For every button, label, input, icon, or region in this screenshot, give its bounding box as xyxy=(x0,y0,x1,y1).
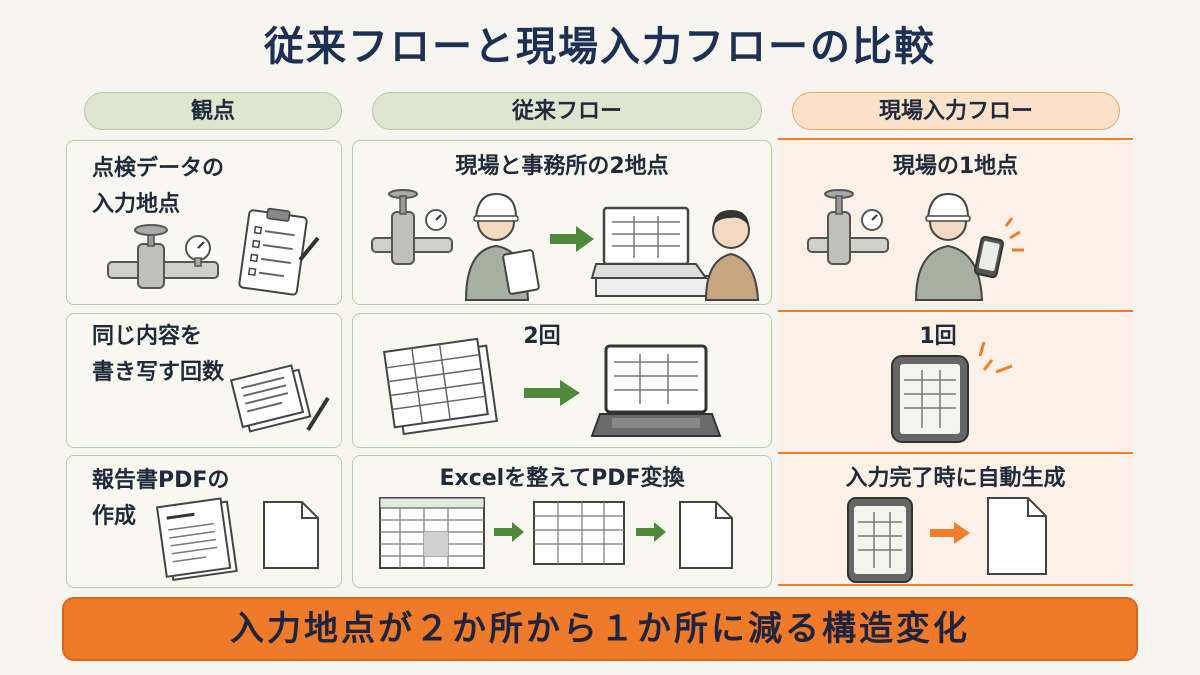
header-conventional: 従来フロー xyxy=(372,92,762,130)
bottom-banner: 入力地点が２か所から１か所に減る構造変化 xyxy=(62,597,1138,661)
onsite-separator-2 xyxy=(778,452,1133,454)
worker-with-smartphone-icon xyxy=(914,192,1024,301)
worker-with-clipboard-icon xyxy=(464,192,540,301)
laptop-icon xyxy=(590,344,722,437)
spreadsheet-icon xyxy=(379,497,485,569)
conventional-3-text: Excelを整えてPDF変換 xyxy=(439,466,685,491)
conventional-2-text: 2回 xyxy=(523,324,561,349)
onsite-2-text: 1回 xyxy=(919,324,957,349)
arrow-right-icon xyxy=(930,522,970,544)
header-viewpoint: 観点 xyxy=(84,92,342,130)
office-worker-laptop-icon xyxy=(590,206,760,301)
viewpoint-2-line2: 書き写す回数 xyxy=(92,360,225,385)
blank-document-icon xyxy=(987,497,1047,575)
valve-icon xyxy=(371,189,453,265)
onsite-3-text: 入力完了時に自動生成 xyxy=(845,466,1066,491)
sparkle-lines-icon xyxy=(978,341,1013,374)
report-document-icon xyxy=(155,497,238,581)
arrow-right-icon xyxy=(524,380,580,406)
valve-icon xyxy=(107,224,219,289)
onsite-separator-1 xyxy=(778,310,1133,312)
viewpoint-1-line1: 点検データの xyxy=(92,156,225,181)
clipboard-icon xyxy=(238,207,320,296)
paper-sheets-icon xyxy=(382,337,498,436)
arrow-right-icon xyxy=(550,226,594,252)
table-document-icon xyxy=(533,501,625,565)
arrow-right-icon xyxy=(636,522,666,542)
viewpoint-2-line1: 同じ内容を xyxy=(92,324,203,349)
papers-with-pen-icon xyxy=(229,364,330,433)
arrow-right-icon xyxy=(494,522,524,542)
valve-icon xyxy=(807,189,889,265)
viewpoint-3-line1: 報告書PDFの xyxy=(92,468,230,493)
blank-document-icon xyxy=(263,501,319,569)
onsite-1-text: 現場の1地点 xyxy=(892,154,1019,179)
conventional-1-text: 現場と事務所の2地点 xyxy=(455,154,669,179)
tablet-icon xyxy=(847,497,913,583)
tablet-icon xyxy=(891,355,969,443)
header-onsite: 現場入力フロー xyxy=(792,92,1120,130)
blank-document-icon xyxy=(679,501,733,569)
page-title: 従来フローと現場入力フローの比較 xyxy=(264,24,936,70)
viewpoint-3-line2: 作成 xyxy=(92,504,137,529)
viewpoint-1-line2: 入力地点 xyxy=(92,192,181,217)
